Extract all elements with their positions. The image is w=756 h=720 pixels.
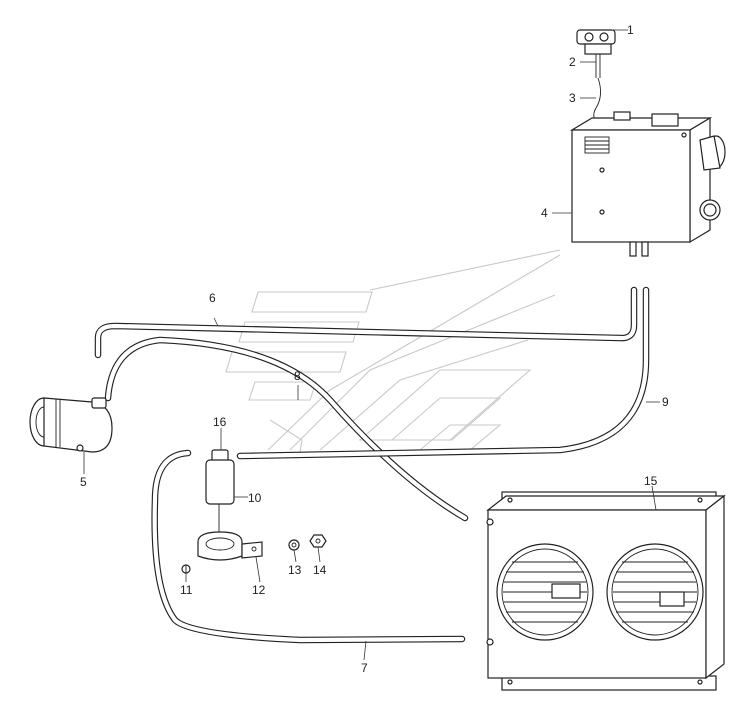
callout-4: 4 (541, 206, 548, 220)
callout-11: 11 (180, 583, 193, 597)
callout-12: 12 (252, 583, 266, 597)
receiver-drier-part-10 (205, 449, 235, 540)
callout-5: 5 (80, 475, 87, 489)
callout-14: 14 (313, 563, 327, 577)
watermark-logo (225, 249, 561, 453)
callout-1: 1 (627, 23, 634, 37)
callout-3: 3 (569, 91, 576, 105)
callout-8: 8 (294, 369, 301, 383)
ac-unit-part-4 (569, 111, 726, 257)
callout-2: 2 (569, 55, 576, 69)
callout-13: 13 (288, 563, 302, 577)
callout-labels: 1 2 3 4 5 6 7 8 9 10 11 12 13 14 15 16 (80, 23, 669, 675)
callout-7: 7 (361, 661, 368, 675)
nut-part-14 (309, 534, 327, 548)
callout-6: 6 (209, 291, 216, 305)
connector-plug-part-1 (576, 29, 616, 55)
callout-15: 15 (644, 474, 658, 488)
hose-9 (236, 286, 650, 460)
bolt-part-11 (181, 564, 191, 574)
hose-8 (104, 336, 469, 522)
leader-lines (83, 29, 660, 661)
hose-6 (94, 286, 638, 359)
callout-10: 10 (248, 491, 262, 505)
condenser-part-15 (486, 491, 726, 691)
callout-16: 16 (213, 415, 227, 429)
washer-part-13 (288, 539, 300, 551)
bracket-part-12 (197, 531, 263, 561)
hose-7 (151, 449, 466, 644)
harness-wire-part-3 (593, 54, 601, 126)
compressor-part-5 (29, 397, 113, 453)
callout-9: 9 (662, 395, 669, 409)
